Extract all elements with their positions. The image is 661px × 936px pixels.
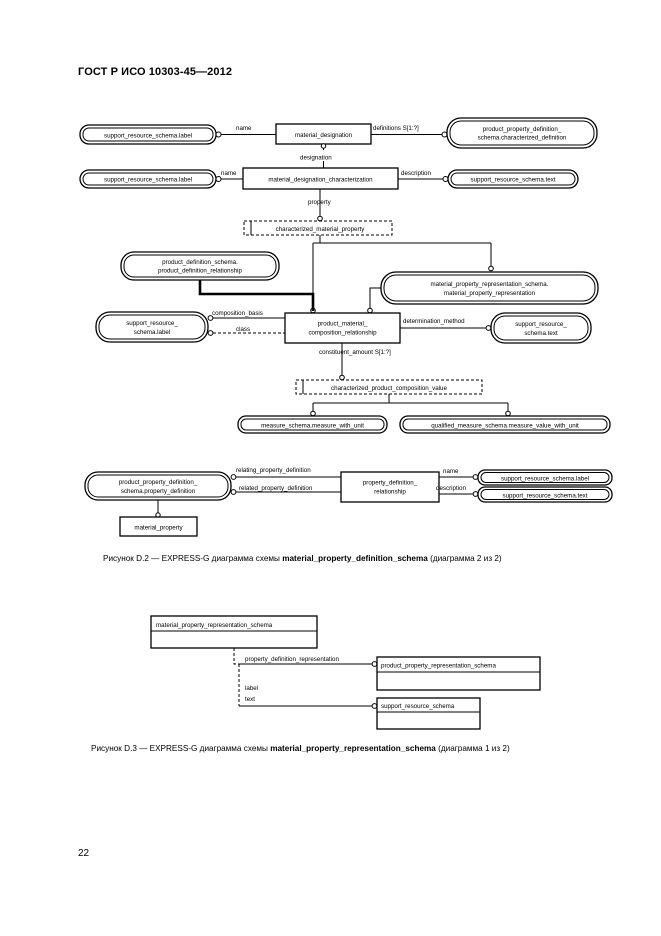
box-material-property[interactable]: material_property <box>119 516 198 537</box>
figure-d2-diagram: support_resource_schema.label name mater… <box>79 117 613 537</box>
schema-product-property-representation[interactable]: product_property_representation_schema <box>376 656 541 691</box>
svg-text:composition_relationship: composition_relationship <box>308 330 377 337</box>
schema-support-resource[interactable]: support_resource_schema <box>376 697 481 730</box>
page-number: 22 <box>78 848 90 859</box>
label-description-1: description <box>401 170 431 177</box>
svg-text:material_property_representati: material_property_representation_schema. <box>431 281 549 288</box>
label-related-property-definition: related_property_definition <box>239 485 313 492</box>
figure-d2-caption: Рисунок D.2 — EXPRESS-G диаграмма схемы … <box>103 554 502 563</box>
box-srs-label-1[interactable]: support_resource_schema.label <box>79 124 217 145</box>
svg-text:product_definition_relationshi: product_definition_relationship <box>158 268 242 275</box>
svg-text:support_resource_schema: support_resource_schema <box>381 703 455 710</box>
box-product-material-composition-relationship[interactable]: product_material_ composition_relationsh… <box>284 312 401 344</box>
svg-text:material_designation: material_designation <box>295 132 353 139</box>
box-material-designation-characterization[interactable]: material_designation_characterization <box>242 167 399 190</box>
svg-text:product_property_representatio: product_property_representation_schema <box>381 663 496 670</box>
svg-text:material_property: material_property <box>134 525 183 532</box>
svg-text:characterized_product_composit: characterized_product_composition_value <box>331 385 447 392</box>
svg-text:support_resource_schema.text: support_resource_schema.text <box>471 177 556 184</box>
label-property: property <box>308 199 332 206</box>
box-srs-schema-text[interactable]: support_resource_ schema.text <box>490 312 592 344</box>
svg-text:property_definition_: property_definition_ <box>363 480 418 487</box>
label-text: text <box>245 696 255 703</box>
label-determination-method: determination_method <box>403 318 465 325</box>
svg-text:characterized_material_propert: characterized_material_property <box>276 226 366 233</box>
svg-text:support_resource_schema.label: support_resource_schema.label <box>501 476 589 483</box>
svg-text:product_property_definition_: product_property_definition_ <box>483 126 562 133</box>
label-composition-basis: composition_basis <box>212 310 263 317</box>
label-description-2: description <box>436 485 466 492</box>
svg-text:relationship: relationship <box>374 489 406 496</box>
svg-text:support_resource_schema.label: support_resource_schema.label <box>104 133 192 140</box>
label-label: label <box>245 685 258 692</box>
box-srs-label-2[interactable]: support_resource_schema.label <box>79 169 217 189</box>
label-constituent-amount: constituent_amount S[1:?] <box>319 349 391 356</box>
svg-text:product_property_definition_: product_property_definition_ <box>119 479 198 486</box>
schema-material-property-representation[interactable]: material_property_representation_schema <box>150 615 318 649</box>
svg-text:support_resource_: support_resource_ <box>126 320 178 327</box>
box-srs-text-1[interactable]: support_resource_schema.text <box>447 169 579 189</box>
box-characterized-product-composition-value[interactable]: characterized_product_composition_value <box>295 379 483 395</box>
figure-d3-diagram: material_property_representation_schema … <box>150 615 541 730</box>
svg-text:support_resource_schema.text: support_resource_schema.text <box>503 493 588 500</box>
label-name-1: name <box>236 125 252 132</box>
svg-text:qualified_measure_schema.measu: qualified_measure_schema.measure_value_w… <box>431 423 579 430</box>
svg-text:support_resource_schema.label: support_resource_schema.label <box>104 177 192 184</box>
figure-d3-caption: Рисунок D.3 — EXPRESS-G диаграмма схемы … <box>91 744 510 753</box>
box-measure-with-unit[interactable]: measure_schema.measure_with_unit <box>237 415 388 434</box>
svg-text:product_material_: product_material_ <box>318 321 368 328</box>
box-material-designation[interactable]: material_designation <box>275 123 372 145</box>
svg-text:support_resource_: support_resource_ <box>515 321 567 328</box>
label-class: class <box>236 326 250 333</box>
box-characterized-material-property[interactable]: characterized_material_property <box>243 220 393 236</box>
label-property-definition-representation: property_definition_representation <box>245 656 339 663</box>
svg-text:measure_schema.measure_with_un: measure_schema.measure_with_unit <box>261 423 364 430</box>
svg-text:schema.label: schema.label <box>134 329 170 336</box>
svg-text:material_property_representati: material_property_representation <box>444 290 536 297</box>
box-measure-value-with-unit[interactable]: qualified_measure_schema.measure_value_w… <box>399 415 611 434</box>
box-ppds-characterized-definition[interactable]: product_property_definition_ schema.char… <box>446 117 598 149</box>
box-srs-label-3[interactable]: support_resource_schema.label <box>477 469 613 486</box>
svg-text:schema.text: schema.text <box>524 330 558 337</box>
label-designation: designation <box>300 155 332 162</box>
box-property-definition-relationship[interactable]: property_definition_ relationship <box>340 471 440 503</box>
label-name-3: name <box>443 468 459 475</box>
box-pds-product-definition-relationship[interactable]: product_definition_schema. product_defin… <box>120 251 280 281</box>
svg-text:product_definition_schema.: product_definition_schema. <box>162 259 238 266</box>
label-definitions: definitions S[1:?] <box>373 125 419 132</box>
svg-text:schema.characterized_definitio: schema.characterized_definition <box>478 135 567 142</box>
svg-text:material_designation_character: material_designation_characterization <box>268 177 373 184</box>
box-srs-text-2[interactable]: support_resource_schema.text <box>477 486 613 503</box>
page-header: ГОСТ Р ИСО 10303-45—2012 <box>78 66 233 78</box>
label-relating-property-definition: relating_property_definition <box>236 467 311 474</box>
box-mprs-material-property-representation[interactable]: material_property_representation_schema.… <box>380 271 599 305</box>
svg-text:material_property_representati: material_property_representation_schema <box>156 622 273 629</box>
box-srs-schema-label[interactable]: support_resource_ schema.label <box>95 311 209 343</box>
box-ppds-property-definition[interactable]: product_property_definition_ schema.prop… <box>84 471 232 501</box>
svg-text:schema.property_definition: schema.property_definition <box>121 488 196 495</box>
label-name-2: name <box>221 170 237 177</box>
